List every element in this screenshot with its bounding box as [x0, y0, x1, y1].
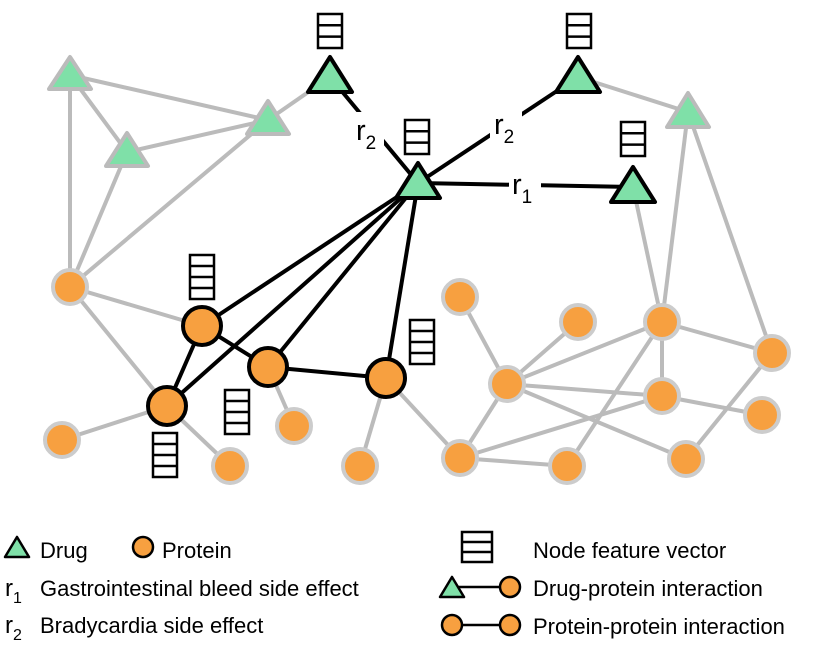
- drug-node-highlighted: [609, 165, 657, 204]
- edge: [459, 394, 663, 460]
- feature-vectors: [151, 12, 647, 479]
- drug-node: [245, 99, 291, 136]
- drug-node-highlighted: [306, 55, 354, 94]
- protein-node-highlighted: [247, 346, 289, 388]
- protein-node: [548, 447, 586, 485]
- feature-vector-icon: [188, 253, 216, 301]
- feature-vector-icon: [408, 318, 436, 366]
- legend-r1-symbol: r1: [5, 575, 22, 607]
- drug-node: [665, 91, 711, 129]
- drug-nodes: [47, 55, 711, 204]
- protein-node: [643, 377, 681, 415]
- drug-node-highlighted: [394, 161, 442, 200]
- protein-node: [211, 447, 249, 485]
- feature-vector-icon: [151, 431, 179, 479]
- protein-node: [643, 303, 681, 341]
- edge-label-bg: [490, 108, 522, 148]
- feature-vector-icon: [403, 118, 431, 156]
- legend-r2-symbol: r2: [5, 612, 22, 644]
- edge: [686, 111, 774, 354]
- edge-label-bg: [509, 168, 541, 208]
- protein-node: [488, 365, 526, 403]
- legend-protein-protein-label: Protein-protein interaction: [533, 614, 785, 639]
- protein-protein-legend-icon: [440, 613, 522, 637]
- protein-node: [275, 407, 313, 445]
- legend-drug-label: Drug: [40, 538, 88, 563]
- edge: [126, 118, 269, 154]
- protein-node: [667, 440, 705, 478]
- protein-node: [743, 396, 781, 434]
- protein-legend-icon: [131, 535, 155, 559]
- edge: [506, 320, 663, 386]
- protein-node: [559, 303, 597, 341]
- drug-node: [104, 131, 150, 168]
- edge: [69, 285, 203, 328]
- protein-node: [51, 268, 89, 306]
- protein-node-highlighted: [365, 357, 407, 399]
- feature-vector-icon: [619, 120, 647, 158]
- legend-r2-label: Bradycardia side effect: [40, 613, 263, 638]
- legend: Drug Protein r1 Gastrointestinal bleed s…: [3, 530, 785, 644]
- edge: [68, 118, 270, 289]
- edge: [165, 181, 420, 408]
- legend-feature-vector-label: Node feature vector: [533, 538, 726, 563]
- edge: [68, 151, 129, 288]
- feature-vector-icon: [316, 12, 344, 50]
- legend-drug-protein-label: Drug-protein interaction: [533, 576, 763, 601]
- edge-label-r1: r1: [512, 169, 532, 208]
- edge: [68, 285, 169, 408]
- protein-nodes: [43, 268, 791, 485]
- edge: [506, 382, 663, 398]
- edge-labels: r2 r2 r1: [352, 108, 541, 208]
- legend-protein-label: Protein: [162, 538, 232, 563]
- feature-vector-legend-icon: [460, 530, 494, 564]
- protein-node: [441, 278, 479, 316]
- protein-node: [43, 421, 81, 459]
- edge: [384, 182, 420, 379]
- edge: [631, 186, 664, 323]
- drug-protein-legend-icon: [438, 575, 522, 599]
- edge: [660, 111, 690, 323]
- protein-node: [753, 334, 791, 372]
- legend-r1-label: Gastrointestinal bleed side effect: [40, 576, 359, 601]
- edge: [661, 320, 773, 355]
- edge: [266, 181, 420, 369]
- protein-node-highlighted: [146, 385, 188, 427]
- drug-node-highlighted: [554, 55, 602, 94]
- edge: [565, 320, 664, 468]
- edge: [69, 73, 269, 122]
- protein-node: [341, 447, 379, 485]
- protein-node: [441, 439, 479, 477]
- drug-node: [47, 55, 93, 91]
- edge: [684, 351, 774, 461]
- edge-label-r2-left: r2: [356, 115, 376, 154]
- edge-label-bg: [352, 112, 384, 152]
- edge-label-r2-right: r2: [494, 109, 514, 148]
- drug-legend-icon: [3, 535, 31, 559]
- protein-node-highlighted: [181, 305, 223, 347]
- edge: [200, 181, 420, 328]
- feature-vector-icon: [223, 388, 251, 436]
- feature-vector-icon: [565, 12, 593, 50]
